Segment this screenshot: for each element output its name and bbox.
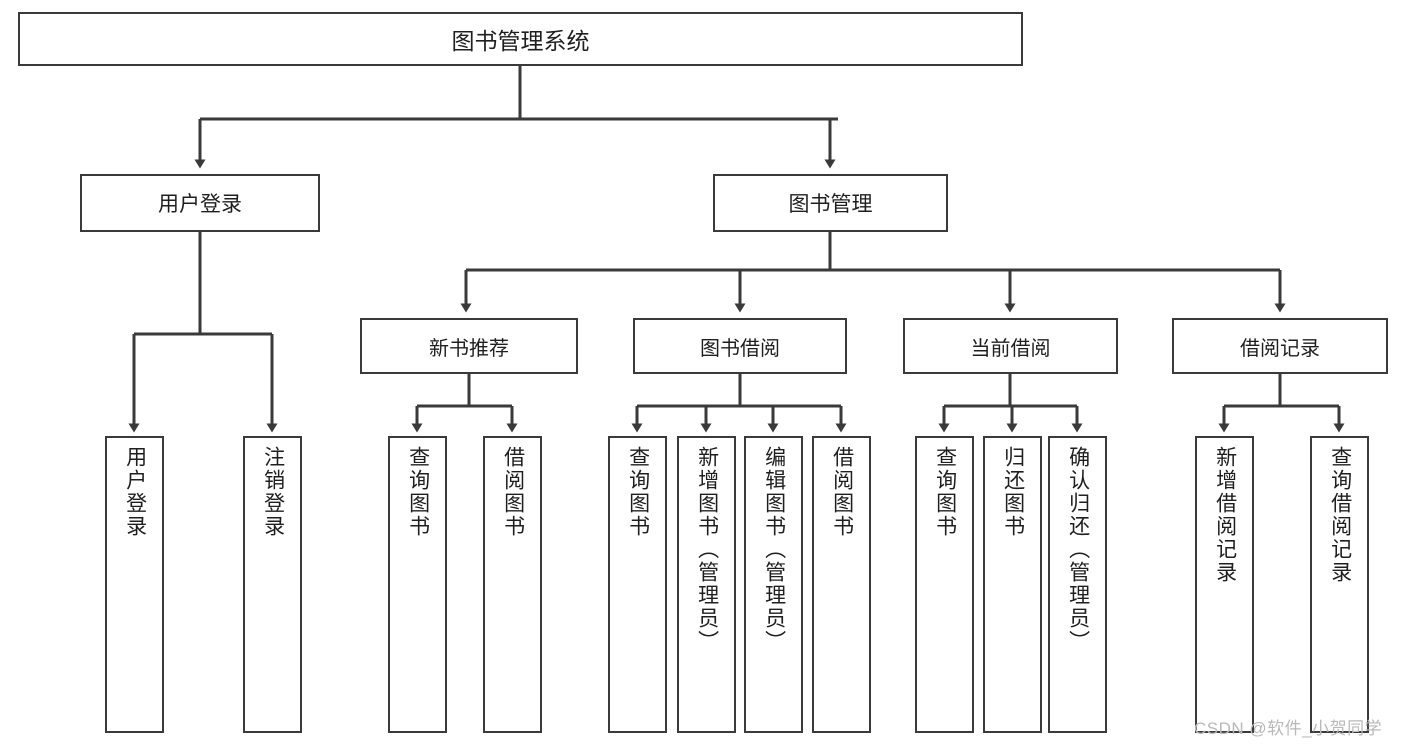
leaf-label: 新增借阅记录 xyxy=(1213,446,1237,584)
leaf-node[interactable]: 用户登录 xyxy=(105,436,164,733)
leaf-label: 查询图书 xyxy=(933,446,957,538)
leaf-label: 查询借阅记录 xyxy=(1328,446,1352,584)
csdn-watermark: CSDN @软件_小贺同学 xyxy=(1194,719,1383,738)
leaf-node[interactable]: 注销登录 xyxy=(243,436,302,733)
leaf-label: 借阅图书 xyxy=(501,446,525,538)
leaf-node[interactable]: 查询图书 xyxy=(915,436,974,733)
leaf-node[interactable]: 查询图书 xyxy=(608,436,667,733)
node-level2-new-book-recommendation[interactable]: 新书推荐 xyxy=(360,318,578,374)
node-level2-borrowing-records[interactable]: 借阅记录 xyxy=(1172,318,1388,374)
leaf-label: 编辑图书（管理员） xyxy=(762,446,786,653)
leaf-node[interactable]: 编辑图书（管理员） xyxy=(744,436,803,733)
leaf-node[interactable]: 新增图书（管理员） xyxy=(677,436,736,733)
node-level1-user-login[interactable]: 用户登录 xyxy=(80,174,320,232)
leaf-label: 归还图书 xyxy=(1001,446,1025,538)
leaf-label: 查询图书 xyxy=(626,446,650,538)
leaf-label: 注销登录 xyxy=(261,446,285,538)
leaf-node[interactable]: 确认归还（管理员） xyxy=(1048,436,1107,733)
leaf-node[interactable]: 新增借阅记录 xyxy=(1195,436,1254,733)
node-root[interactable]: 图书管理系统 xyxy=(18,12,1023,66)
leaf-node[interactable]: 借阅图书 xyxy=(483,436,542,733)
leaf-label: 新增图书（管理员） xyxy=(695,446,719,653)
leaf-node[interactable]: 归还图书 xyxy=(983,436,1042,733)
node-level1-book-management[interactable]: 图书管理 xyxy=(713,174,948,232)
leaf-node[interactable]: 查询借阅记录 xyxy=(1310,436,1369,733)
node-level2-book-borrowing[interactable]: 图书借阅 xyxy=(633,318,847,374)
leaf-node[interactable]: 借阅图书 xyxy=(812,436,871,733)
leaf-label: 用户登录 xyxy=(123,446,147,538)
leaf-node[interactable]: 查询图书 xyxy=(388,436,447,733)
node-level2-current-borrowing[interactable]: 当前借阅 xyxy=(903,318,1118,374)
leaf-label: 查询图书 xyxy=(406,446,430,538)
leaf-label: 确认归还（管理员） xyxy=(1066,446,1090,653)
leaf-label: 借阅图书 xyxy=(830,446,854,538)
